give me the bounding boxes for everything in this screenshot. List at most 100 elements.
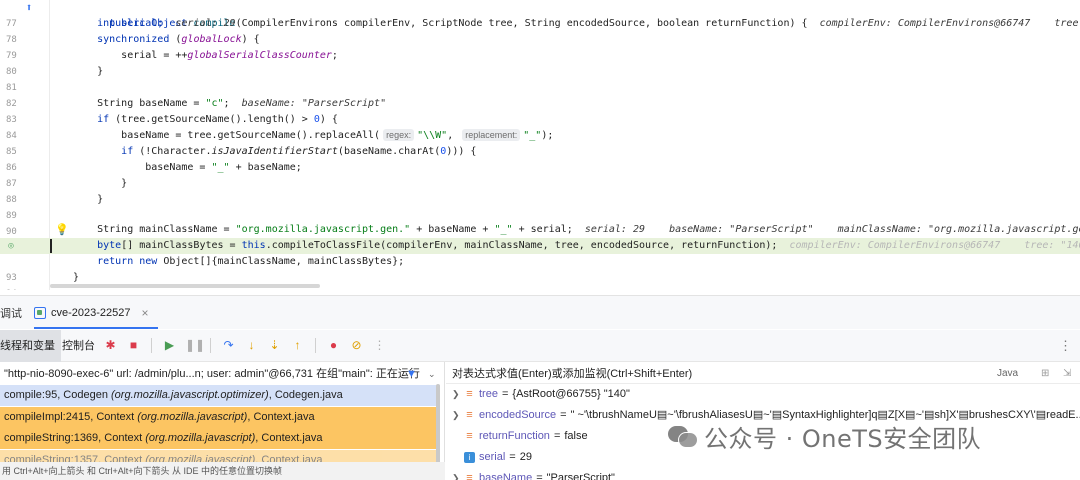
thread-label: "http-nio-8090-exec-6" url: /admin/plu..… <box>4 368 420 380</box>
frames-scrollbar[interactable] <box>436 384 440 464</box>
variable-name: tree <box>479 388 498 400</box>
code-token: } <box>73 272 80 283</box>
chevron-right-icon[interactable]: ❯ <box>452 473 460 480</box>
code-line[interactable]: 91 💡 String mainClassName = "org.mozilla… <box>0 222 1080 251</box>
code-line[interactable]: 94 } <box>0 270 1080 290</box>
line-number: 88 <box>6 195 17 205</box>
stack-frame[interactable]: compile:95, Codegen (org.mozilla.javascr… <box>0 385 440 406</box>
resume-icon[interactable]: ▶ <box>164 338 175 352</box>
code-token: (tree.getSourceName().length() > <box>115 114 314 125</box>
thread-selector[interactable]: "http-nio-8090-exec-6" url: /admin/plu..… <box>0 364 444 384</box>
code-line[interactable]: 86 if (!Character.isJavaIdentifierStart(… <box>0 144 1080 173</box>
stack-frame[interactable]: compileString:1369, Context (org.mozilla… <box>0 428 440 449</box>
step-over-icon[interactable]: ↷ <box>223 338 234 352</box>
chevron-down-icon[interactable]: ⌄ <box>428 369 436 379</box>
code-token: byte <box>97 240 122 251</box>
current-execution-line[interactable]: ◎ byte[] mainClassBytes = this.compileTo… <box>0 238 1080 254</box>
tab-console[interactable]: 控制台 <box>62 340 95 352</box>
code-token: this <box>241 240 266 251</box>
toolbar-separator <box>315 338 316 353</box>
evaluate-expression-field[interactable]: 对表达式求值(Enter)或添加监视(Ctrl+Shift+Enter) Jav… <box>446 364 1080 384</box>
tab-threads-and-variables[interactable]: 线程和变量 <box>0 330 61 362</box>
code-line[interactable]: 89 } <box>0 192 1080 221</box>
code-line[interactable]: 85 baseName = tree.getSourceName().repla… <box>0 128 1080 157</box>
code-token: + serial; <box>512 224 573 235</box>
mute-breakpoints-icon[interactable]: ⊘ <box>351 338 362 352</box>
stop-icon[interactable]: ■ <box>129 338 138 352</box>
chevron-right-icon[interactable]: ❯ <box>452 389 460 399</box>
code-line[interactable]: 78 int serial; serial: 29 <box>0 16 1080 45</box>
variable-row[interactable]: ❯ ≡ baseName = "ParserScript" <box>452 468 615 480</box>
code-token: isJavaIdentifierStart <box>211 146 338 157</box>
code-line[interactable]: 82 <box>0 80 1080 109</box>
frame-package: (org.mozilla.javascript.optimizer) <box>111 389 269 401</box>
chevron-right-icon[interactable]: ❯ <box>452 410 460 420</box>
variable-equals: = <box>536 472 543 480</box>
close-icon[interactable]: × <box>141 306 149 320</box>
execution-point-icon[interactable]: ◎ <box>8 241 14 251</box>
variable-row[interactable]: ❯ ≡ encodedSource = " ~'\tbrushNameU▤~'\… <box>452 405 1080 426</box>
code-line[interactable]: 84 if (tree.getSourceName().length() > 0… <box>0 112 1080 141</box>
editor-horizontal-scrollbar[interactable] <box>50 284 320 288</box>
variable-row[interactable]: i serial = 29 <box>452 447 532 468</box>
variable-name: encodedSource <box>479 409 557 421</box>
debug-toolbar: 线程和变量 控制台 ✱ ■ ▶ ❚❚ ↷ ↓ ⇣ ↑ ● ⊘ ⋮ ⋮ <box>0 330 1080 362</box>
line-number: 80 <box>6 67 17 77</box>
code-token: ) { <box>241 34 260 45</box>
more-options-icon[interactable]: ⋮ <box>1059 338 1072 353</box>
code-line[interactable]: 79 synchronized (globalLock) { <box>0 32 1080 61</box>
language-selector[interactable]: Java <box>997 368 1019 379</box>
add-watch-icon[interactable]: ⊞ <box>1041 368 1050 379</box>
view-breakpoints-icon[interactable]: ● <box>329 338 338 352</box>
code-line[interactable]: 93 return new Object[]{mainClassName, ma… <box>0 254 1080 283</box>
debug-tool-window-header: 调试 cve-2023-22527 × <box>0 295 1080 329</box>
lightbulb-icon[interactable]: 💡 <box>55 223 69 236</box>
code-token: ( <box>175 34 182 45</box>
parameter-icon: ≡ <box>466 472 473 480</box>
code-editor[interactable]: 77 ⬆ public Object compile(CompilerEnvir… <box>0 0 1080 290</box>
debug-session-tab[interactable]: cve-2023-22527 × <box>34 302 149 324</box>
frames-panel: "http-nio-8090-exec-6" url: /admin/plu..… <box>0 362 445 480</box>
code-token: Object[]{mainClassName, mainClassBytes}; <box>163 256 405 267</box>
inline-debug-value: serial: 29 baseName: "ParserScript" main… <box>584 224 1080 235</box>
step-into-icon[interactable]: ↓ <box>248 338 255 352</box>
inline-debug-value: compilerEnv: CompilerEnvirons@66747 tree… <box>789 240 1080 251</box>
filter-icon[interactable]: ▼ <box>406 368 417 380</box>
stack-frame[interactable]: compileImpl:2415, Context (org.mozilla.j… <box>0 407 440 428</box>
inline-debug-value: serial: 29 <box>175 18 236 29</box>
line-number: 90 <box>6 227 17 237</box>
code-token: int serial; <box>97 18 164 29</box>
parameter-hint: regex: <box>383 129 415 141</box>
code-token: public Object <box>109 18 194 29</box>
line-number: 84 <box>6 131 17 141</box>
run-configuration-icon <box>34 307 46 319</box>
variable-name: baseName <box>479 472 533 480</box>
variable-row[interactable]: ≡ returnFunction = false <box>452 426 587 447</box>
pause-icon[interactable]: ❚❚ <box>185 338 206 352</box>
code-line[interactable]: 87 baseName = "_" + baseName; <box>0 160 1080 189</box>
frame-method: compileImpl:2415, Context <box>4 411 138 423</box>
override-icon[interactable]: ⬆ <box>25 1 33 14</box>
code-token: if <box>97 114 116 125</box>
code-token: (!Character. <box>139 146 212 157</box>
code-line[interactable]: 90 <box>0 208 1080 237</box>
code-token: String baseName = <box>97 98 206 109</box>
step-out-icon[interactable]: ↑ <box>294 338 301 352</box>
code-line[interactable]: 83 String baseName = "c"; baseName: "Par… <box>0 96 1080 125</box>
more-actions-icon[interactable]: ⋮ <box>373 338 386 352</box>
frame-file: , Codegen.java <box>268 389 343 401</box>
code-token: globalLock <box>181 34 242 45</box>
code-line[interactable]: 77 ⬆ public Object compile(CompilerEnvir… <box>0 0 1080 29</box>
text-caret <box>50 239 52 253</box>
variable-row[interactable]: ❯ ≡ tree = {AstRoot@66755} "140" <box>452 384 630 405</box>
variable-value: "ParserScript" <box>546 472 615 480</box>
line-number: 94 <box>6 286 20 290</box>
code-line[interactable]: 80 serial = ++globalSerialClassCounter; <box>0 48 1080 77</box>
code-line[interactable]: 81 } <box>0 64 1080 93</box>
force-step-into-icon[interactable]: ⇣ <box>269 338 280 352</box>
code-line[interactable]: 88 } <box>0 176 1080 205</box>
code-token: "org.mozilla.javascript.gen." <box>235 224 411 235</box>
rerun-icon[interactable]: ✱ <box>105 338 116 352</box>
expand-icon[interactable]: ⇲ <box>1063 368 1072 379</box>
code-token: ) { <box>319 114 338 125</box>
